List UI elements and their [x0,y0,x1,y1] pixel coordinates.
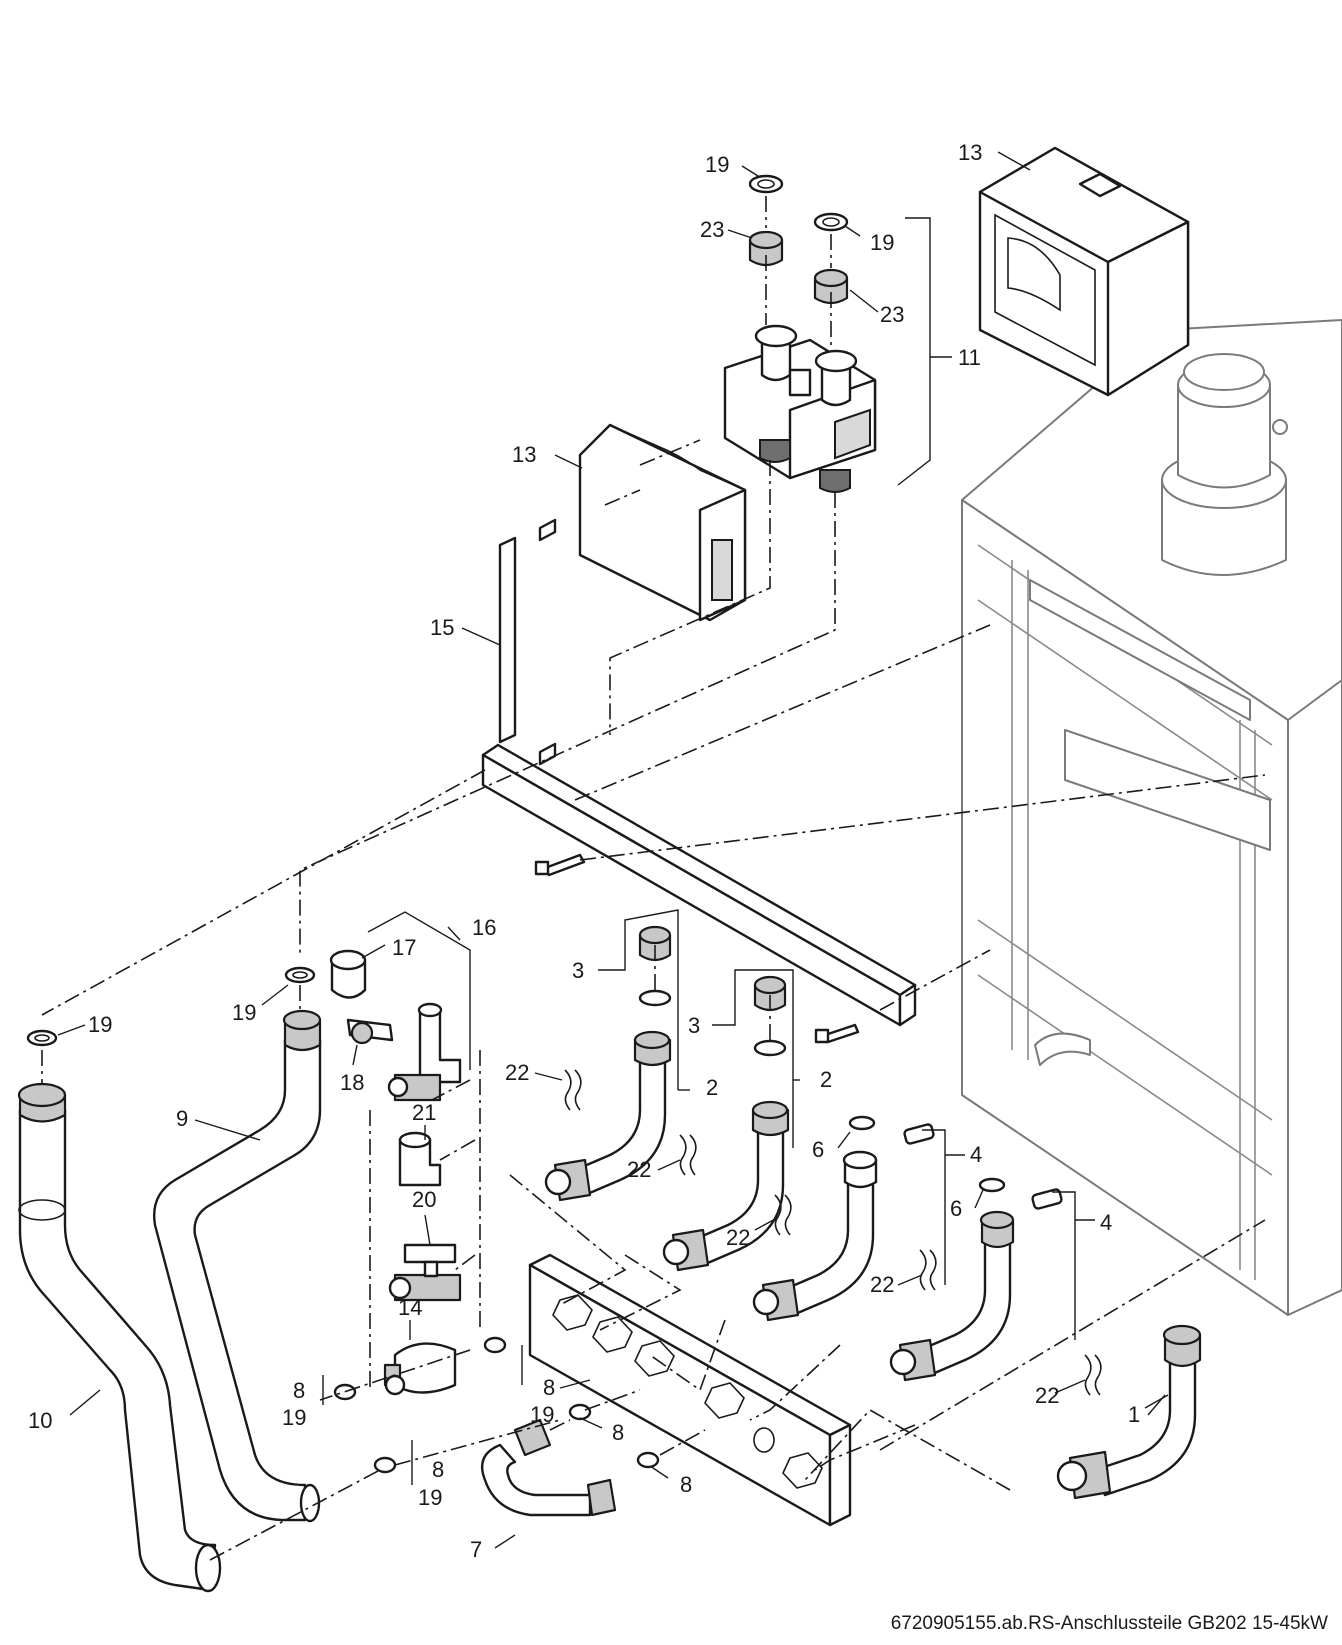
connection-plate [528,1253,852,1527]
callout-23-top-left: 23 [700,217,724,242]
callout-10: 10 [28,1408,52,1433]
part-19-washer-left-b [26,1029,58,1047]
part-22-clip-b [679,1134,697,1176]
callout-16: 16 [472,915,496,940]
part-20-ball-valve [388,1243,462,1302]
callout-13-upper: 13 [958,140,982,165]
callout-20: 20 [412,1187,436,1212]
part-8-washer-a [483,1336,507,1354]
callout-2-right: 2 [820,1067,832,1092]
callout-22-b: 22 [627,1157,651,1182]
figure-caption: 6720905155.ab.RS-Anschlussteile GB202 15… [890,1613,1328,1634]
part-21-elbow [398,1131,442,1187]
part-22-clip-d [919,1249,937,1291]
part-4-pipe-left [752,1115,935,1322]
part-3-set-right [753,975,787,1057]
part-11-manifold [723,324,877,493]
leader-lines [57,151,1169,1549]
callout-8-bottom: 8 [432,1457,444,1482]
callout-22-d: 22 [870,1272,894,1297]
callout-8-plate-b: 8 [612,1420,624,1445]
callout-19-plate: 19 [530,1402,554,1427]
part-8-washer-e [373,1456,397,1474]
callout-6-right: 6 [950,1196,962,1221]
part-23-nut-right [813,268,849,305]
part-19-washer-left-a [284,966,316,984]
callout-19-hose-10: 19 [88,1012,112,1037]
callout-9: 9 [176,1106,188,1131]
callout-8-plate-a: 8 [543,1375,555,1400]
callout-22-a: 22 [505,1060,529,1085]
part-23-nut-left [748,230,784,267]
boiler-casing [961,319,1342,1316]
callout-2-left: 2 [706,1075,718,1100]
part-10-hose [17,1082,222,1593]
part-7-bypass [480,1418,617,1517]
callout-19-hose-9: 19 [232,1000,256,1025]
part-15-bracket [481,518,917,1027]
callout-4-left: 4 [970,1142,982,1167]
callout-15: 15 [430,615,454,640]
part-17-cap [329,949,367,999]
callout-18: 18 [340,1070,364,1095]
part-2-pipe-left [544,1030,672,1202]
callout-19-top-left: 19 [705,152,729,177]
callout-22-e: 22 [1035,1383,1059,1408]
callout-7: 7 [470,1537,482,1562]
assembly-lines [41,196,1266,1561]
callout-17: 17 [392,935,416,960]
callout-19-bottom: 19 [418,1485,442,1510]
callout-3-right: 3 [688,1013,700,1038]
part-13-insulation-lower [578,423,747,622]
screw-right [814,1023,860,1044]
callout-21: 21 [412,1100,436,1125]
part-16-tee [387,1002,462,1102]
flue-adapter [1161,353,1288,576]
callout-19-top-right: 19 [870,230,894,255]
part-22-clip-e [1084,1354,1102,1396]
callout-14: 14 [398,1295,422,1320]
callout-11: 11 [958,345,981,370]
callout-22-c: 22 [726,1225,750,1250]
part-4-pipe-right [889,1177,1063,1382]
callout-1: 1 [1128,1402,1140,1427]
callout-8-plate-c: 8 [680,1472,692,1497]
callout-6-left: 6 [812,1137,824,1162]
part-22-clip-c [774,1194,792,1236]
part-19-washer-top-left [748,174,784,194]
part-2-pipe-right [662,1100,790,1272]
part-19-washer-top-right [813,212,849,232]
callout-labels: 19 23 19 23 13 11 13 15 16 17 19 19 18 9… [28,140,1140,1562]
callout-8-left: 8 [293,1378,305,1403]
callout-23-top-right: 23 [880,302,904,327]
part-18-drain-valve [346,1018,394,1045]
callout-3-left: 3 [572,958,584,983]
part-13-insulation-upper [978,146,1190,397]
callout-4-right: 4 [1100,1210,1112,1235]
screw-center [534,853,586,877]
part-9-hose [153,1009,322,1523]
callout-19-left: 19 [282,1405,306,1430]
part-14-check-valve [383,1342,457,1396]
part-1-pipe [1056,1324,1202,1500]
part-8-washer-c [568,1403,592,1421]
part-22-clip-a [564,1069,582,1111]
part-8-washer-d [636,1451,660,1469]
callout-13-lower: 13 [512,442,536,467]
